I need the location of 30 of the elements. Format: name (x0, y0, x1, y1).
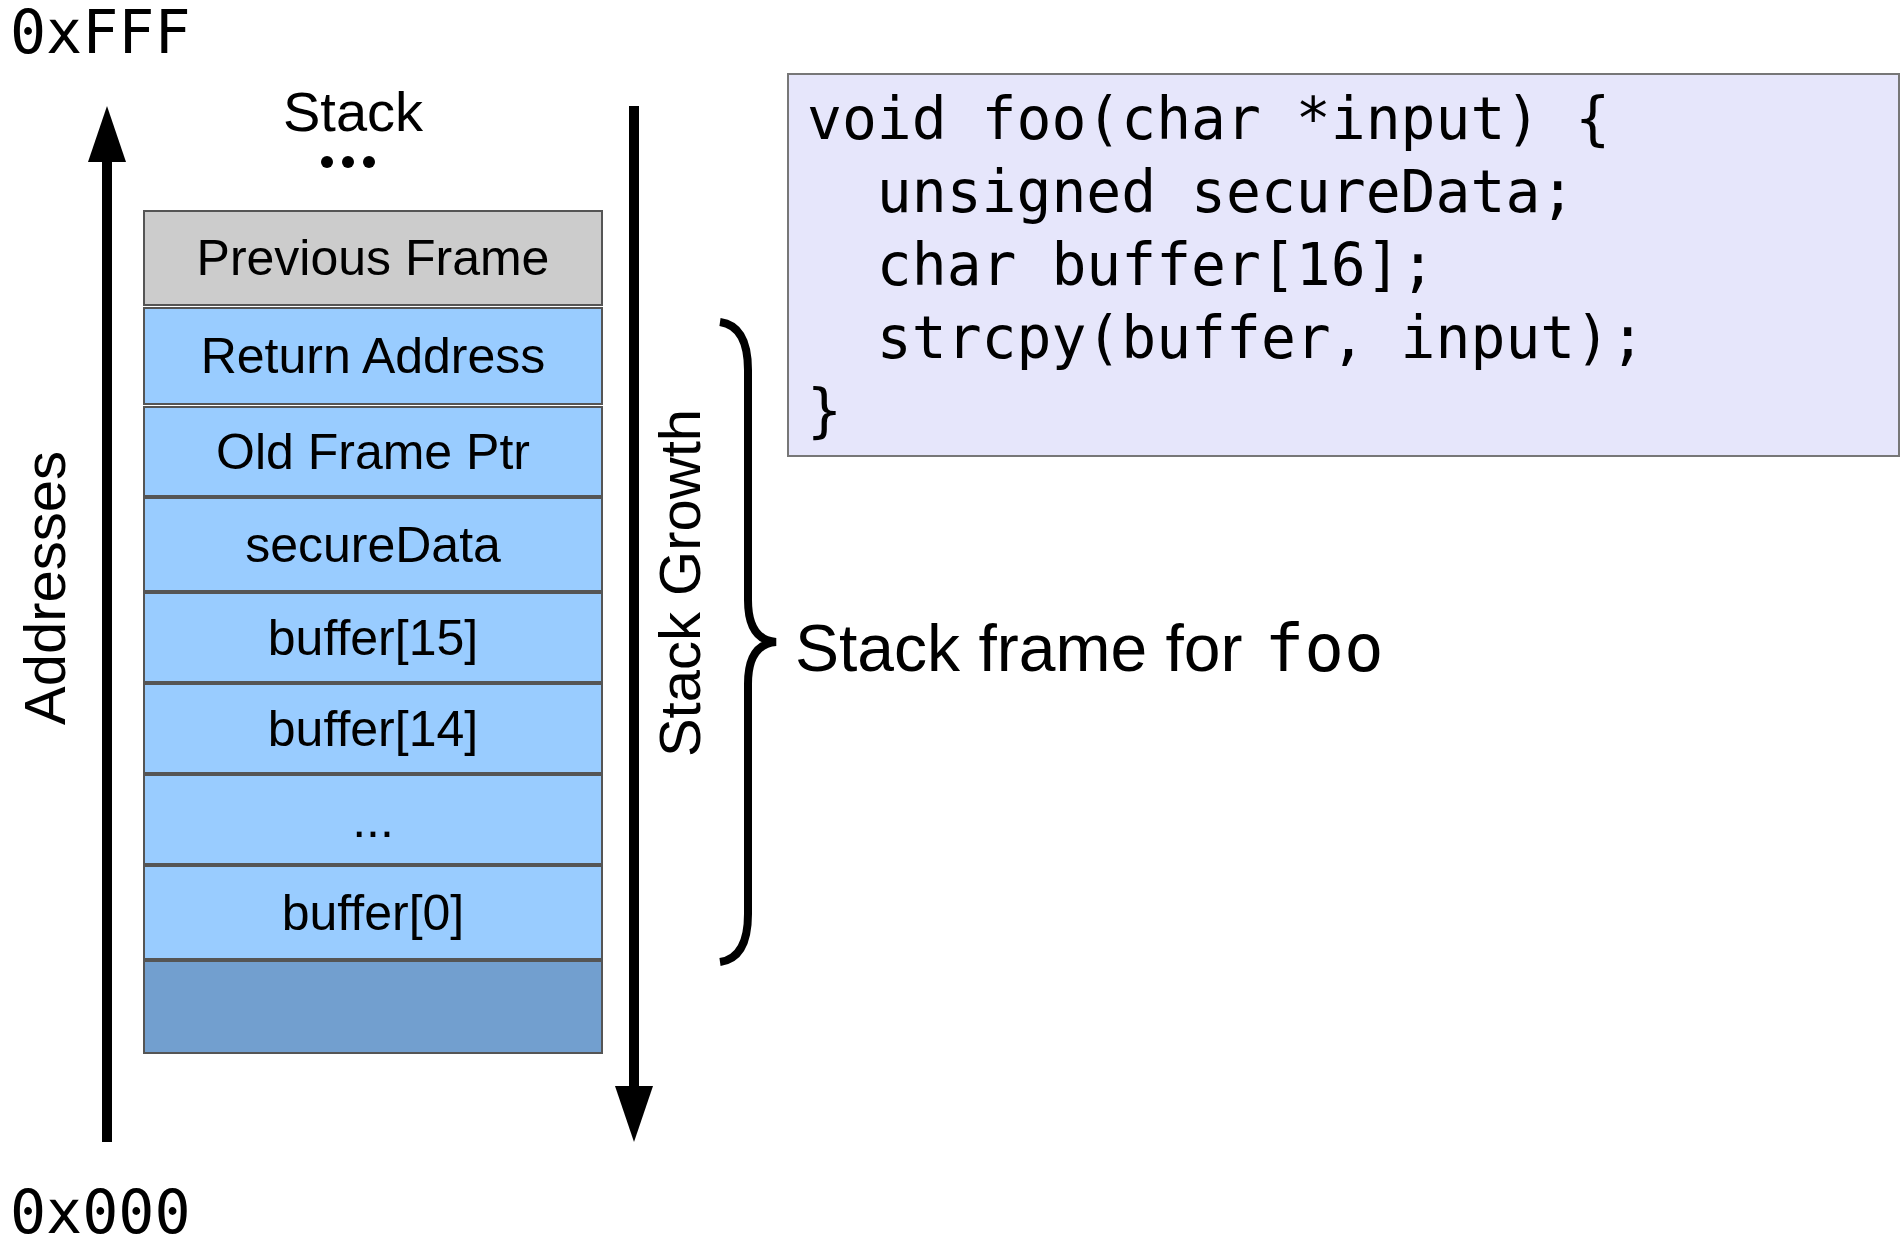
cell-label: buffer[0] (281, 887, 465, 938)
code-line: unsigned secureData; (875, 156, 1576, 228)
axis-label: Stack Growth (651, 408, 709, 758)
memory-cell (143, 210, 603, 306)
axis-label: Addresses (16, 451, 74, 725)
memory-cell (143, 307, 603, 405)
memory-cell (143, 960, 603, 1054)
address-label: 0xFFF (10, 2, 191, 62)
stack-heading: Stack (283, 84, 424, 140)
cell-label: secureData (245, 519, 501, 570)
cell-label: buffer[15] (267, 612, 479, 663)
code-line: } (807, 375, 842, 447)
cell-label: Old Frame Ptr (216, 426, 530, 477)
memory-cell (143, 865, 603, 960)
memory-cell (143, 774, 603, 865)
memory-cell (143, 683, 603, 774)
cell-label: buffer[14] (267, 703, 479, 754)
cell-label: Return Address (200, 331, 546, 381)
address-label: 0x000 (10, 1182, 191, 1242)
code-line: strcpy(buffer, input); (875, 302, 1646, 374)
memory-cell (143, 497, 603, 592)
cell-label: ... (352, 794, 394, 845)
brace-label: Stack frame for (795, 615, 1243, 681)
code-line: void foo(char *input) { (807, 83, 1611, 155)
code-line: char buffer[16]; (875, 229, 1436, 301)
function-name: foo (1264, 616, 1384, 682)
code-box (787, 73, 1900, 457)
memory-cell (143, 592, 603, 683)
memory-cell (143, 406, 603, 497)
cell-label: Previous Frame (196, 233, 550, 283)
